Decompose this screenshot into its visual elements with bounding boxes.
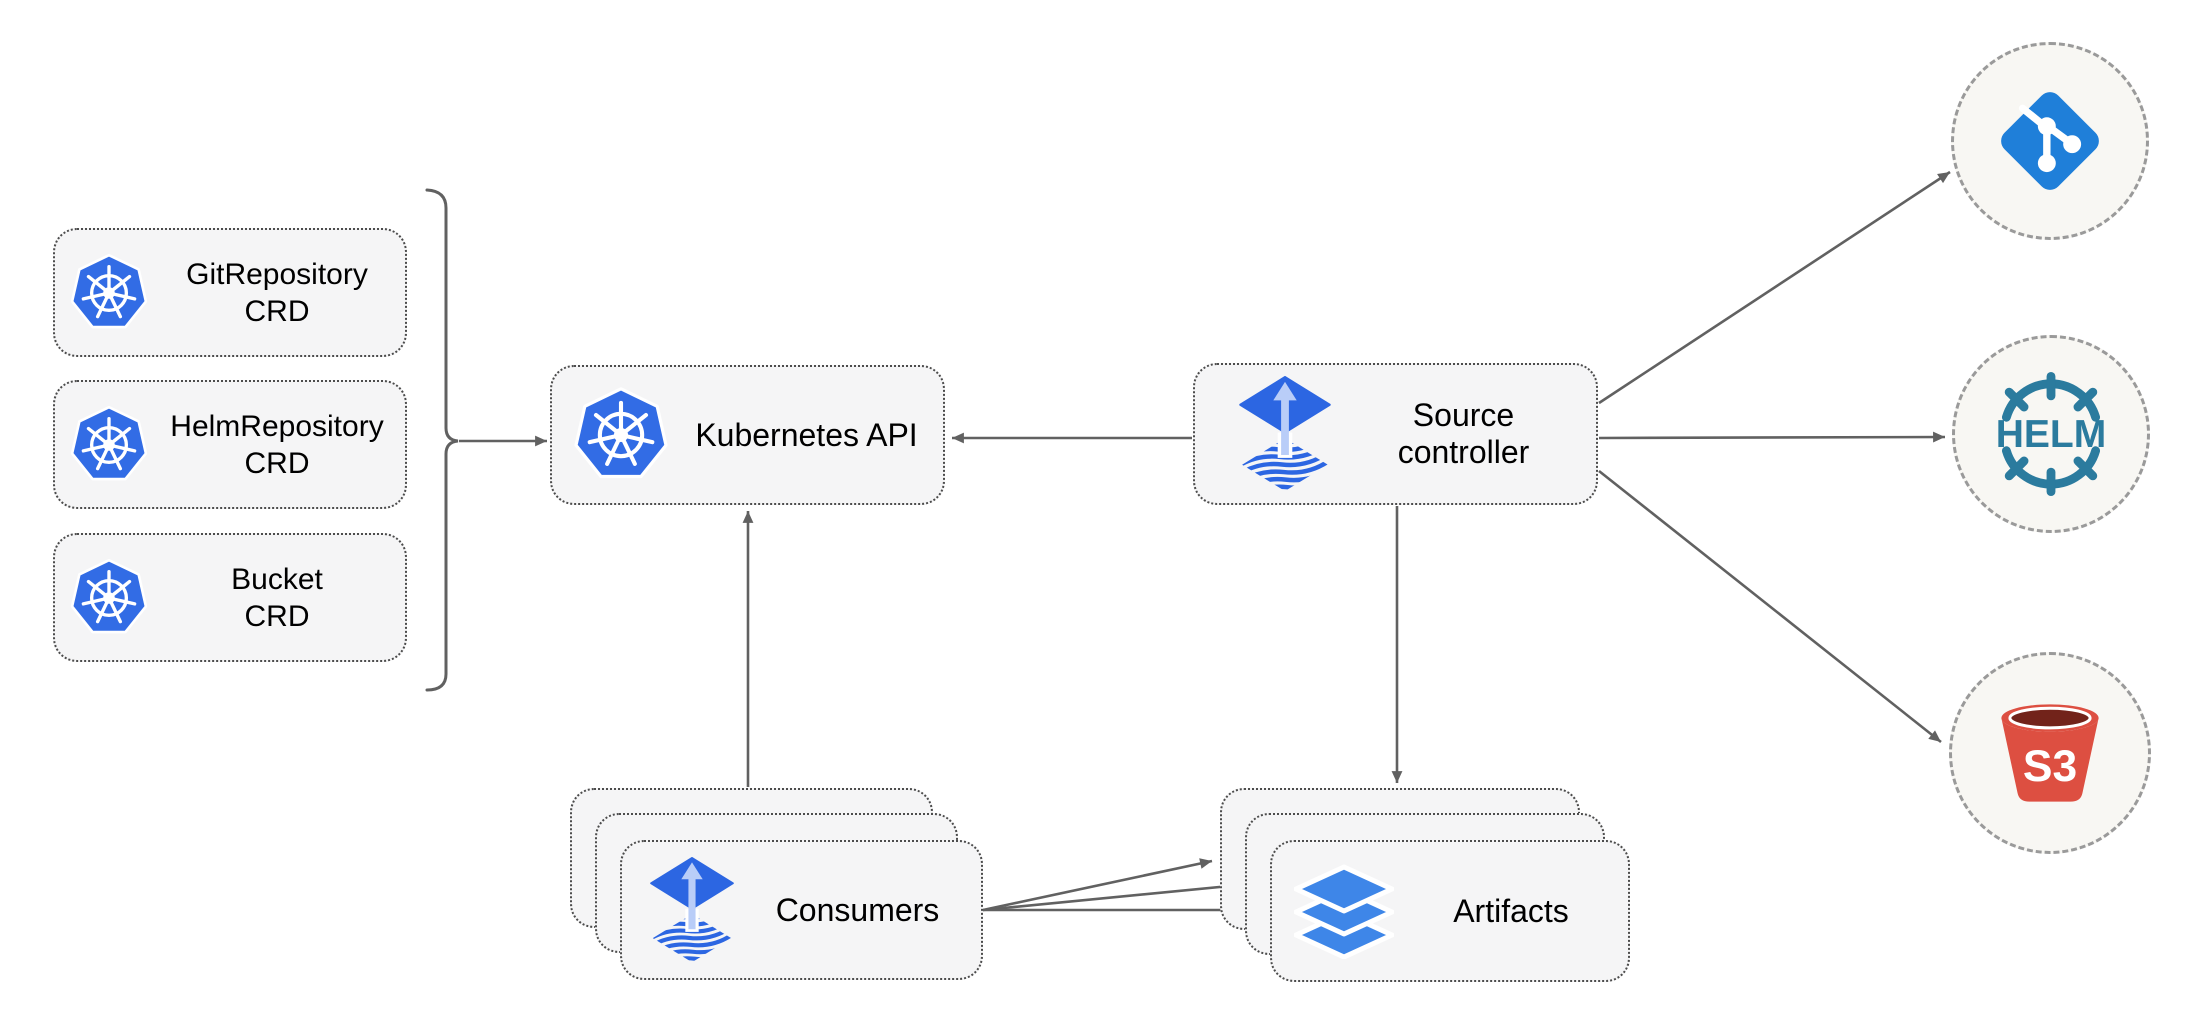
kubernetes-icon — [69, 557, 149, 639]
node-source-controller: Source controller — [1193, 363, 1598, 505]
node-label: Consumers — [775, 891, 940, 928]
svg-text:S3: S3 — [2023, 742, 2077, 791]
crd-group-bracket — [425, 188, 459, 692]
layers-icon — [1294, 863, 1394, 959]
svg-text:HELM: HELM — [1996, 413, 2107, 456]
node-gitrepository-crd: GitRepository CRD — [53, 228, 407, 357]
node-label: GitRepository CRD — [186, 257, 368, 328]
node-label: Source controller — [1397, 397, 1530, 470]
flux-icon — [650, 857, 734, 964]
node-artifacts: Artifacts — [1270, 840, 1630, 982]
node-helm-endpoint: HELM — [1952, 335, 2150, 533]
git-icon — [2001, 92, 2099, 190]
node-label: Artifacts — [1453, 892, 1569, 929]
node-label: Bucket CRD — [231, 562, 323, 633]
node-label: HelmRepository CRD — [170, 409, 384, 480]
node-consumers: Consumers — [620, 840, 983, 980]
helm-icon: HELM — [1996, 371, 2107, 497]
edge-source-to-git — [1598, 170, 1951, 405]
node-bucket-crd: Bucket CRD — [53, 533, 407, 662]
s3-bucket-icon: S3 — [2001, 704, 2099, 802]
node-git-endpoint — [1951, 42, 2149, 240]
node-label: Kubernetes API — [695, 416, 918, 453]
edge-source-to-helm — [1598, 431, 1946, 443]
kubernetes-icon — [69, 252, 149, 334]
flux-icon — [1239, 376, 1331, 493]
kubernetes-icon — [69, 404, 149, 486]
edge-source-to-s3 — [1598, 469, 1942, 744]
node-kubernetes-api: Kubernetes API — [550, 365, 945, 505]
node-helmrepository-crd: HelmRepository CRD — [53, 380, 407, 509]
node-s3-endpoint: S3 — [1949, 652, 2151, 854]
edge-consumers-to-artifacts-1 — [982, 858, 1213, 912]
edge-consumers-to-artifacts-2 — [982, 880, 1241, 912]
kubernetes-icon — [572, 385, 670, 485]
